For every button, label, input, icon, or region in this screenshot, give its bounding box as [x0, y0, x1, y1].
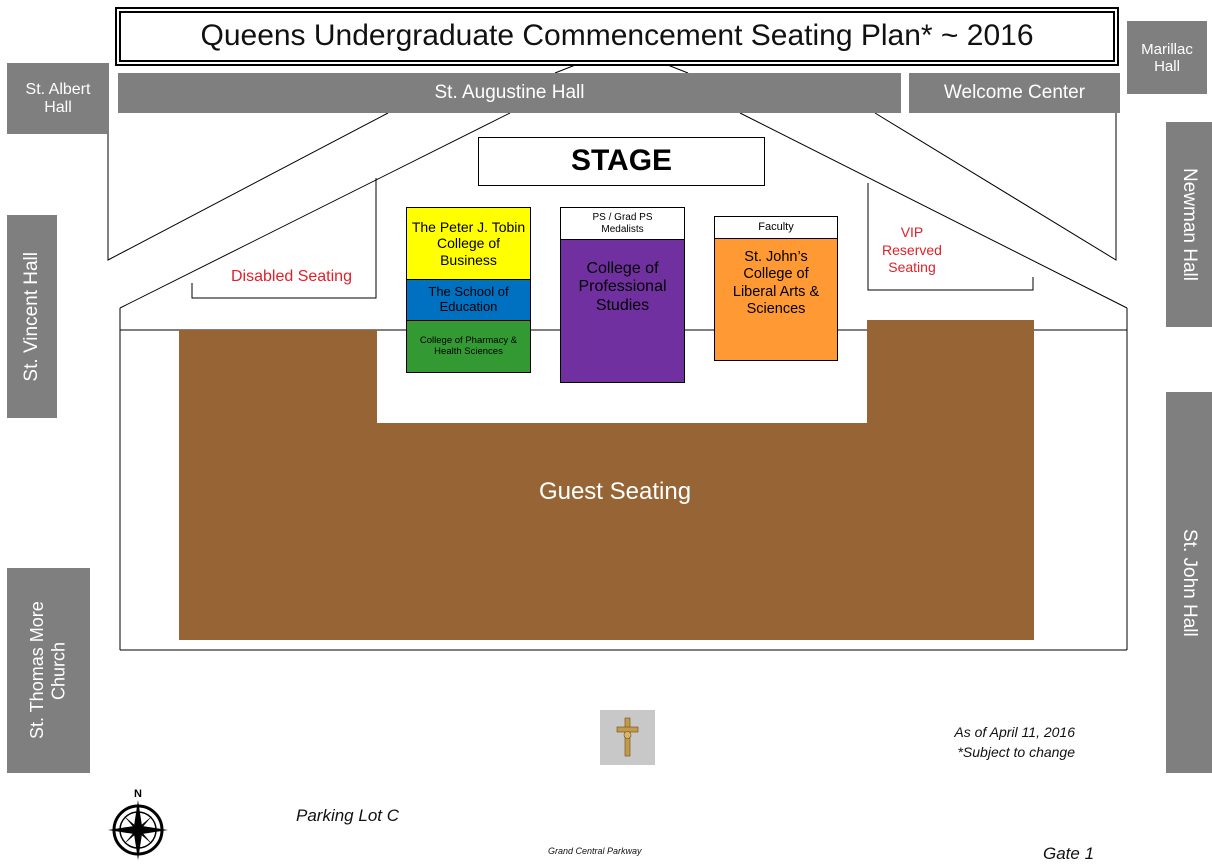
building-label: Welcome Center — [943, 82, 1086, 103]
building-label: St. John Hall — [1179, 528, 1200, 637]
section-label: The School of Education — [428, 284, 509, 314]
as-of-date: As of April 11, 2016 — [954, 724, 1075, 740]
cross-emblem-icon — [600, 710, 655, 765]
page-title: Queens Undergraduate Commencement Seatin… — [115, 7, 1119, 66]
building-st-vincent-hall: St. Vincent Hall — [7, 215, 57, 418]
section-professional-studies: College of Professional Studies — [560, 239, 685, 383]
building-welcome-center: Welcome Center — [909, 73, 1120, 113]
guest-seating-label: Guest Seating — [470, 478, 760, 506]
section-disabled-seating: Disabled Seating — [231, 268, 376, 286]
section-label: College of Professional Studies — [578, 260, 667, 314]
parking-lot-label: Parking Lot C — [296, 806, 399, 826]
stage-label: STAGE — [570, 144, 673, 178]
section-pharmacy-health-sciences: College of Pharmacy & Health Sciences — [406, 320, 531, 373]
cross-icon — [616, 717, 639, 757]
section-label: Faculty — [758, 221, 794, 234]
building-label: St. Albert Hall — [25, 80, 91, 116]
section-label: PS / Grad PS Medalists — [592, 212, 653, 235]
building-st-albert-hall: St. Albert Hall — [7, 63, 109, 134]
page-title-text: Queens Undergraduate Commencement Seatin… — [200, 19, 1034, 53]
section-tobin-business: The Peter J. Tobin College of Business — [406, 207, 531, 280]
building-st-augustine-hall: St. Augustine Hall — [118, 73, 901, 113]
gate-label: Gate 1 — [1043, 844, 1094, 864]
guest-seating-text: Guest Seating — [538, 478, 692, 505]
building-newman-hall: Newman Hall — [1166, 122, 1212, 327]
building-st-john-hall: St. John Hall — [1166, 392, 1212, 773]
section-label: Disabled Seating — [231, 268, 352, 285]
subject-to-change: *Subject to change — [957, 743, 1075, 760]
section-label: St. John’s College of Liberal Arts & Sci… — [732, 249, 820, 318]
building-marillac-hall: Marillac Hall — [1127, 21, 1207, 94]
gate-text: Gate 1 — [1043, 844, 1095, 863]
parkway-text: Grand Central Parkway — [548, 846, 642, 856]
section-label: The Peter J. Tobin College of Business — [411, 219, 526, 268]
building-label: Newman Hall — [1179, 168, 1200, 281]
building-label: St. Augustine Hall — [434, 82, 585, 103]
building-label: Marillac Hall — [1141, 40, 1193, 75]
notes: As of April 11, 2016 *Subject to change — [905, 723, 1075, 762]
parking-lot-text: Parking Lot C — [296, 806, 399, 825]
compass-icon: N — [108, 788, 168, 860]
section-st-johns-college: St. John’s College of Liberal Arts & Sci… — [714, 238, 838, 361]
stage: STAGE — [478, 137, 765, 186]
section-label: VIP Reserved Seating — [882, 224, 942, 275]
section-vip-reserved-seating: VIP Reserved Seating — [872, 224, 952, 277]
parkway-label: Grand Central Parkway — [548, 846, 642, 856]
building-st-thomas-more-church: St. Thomas More Church — [7, 568, 90, 773]
section-label: College of Pharmacy & Health Sciences — [419, 334, 518, 357]
guest-seating-shape — [179, 320, 1034, 640]
north-label: N — [134, 788, 142, 800]
